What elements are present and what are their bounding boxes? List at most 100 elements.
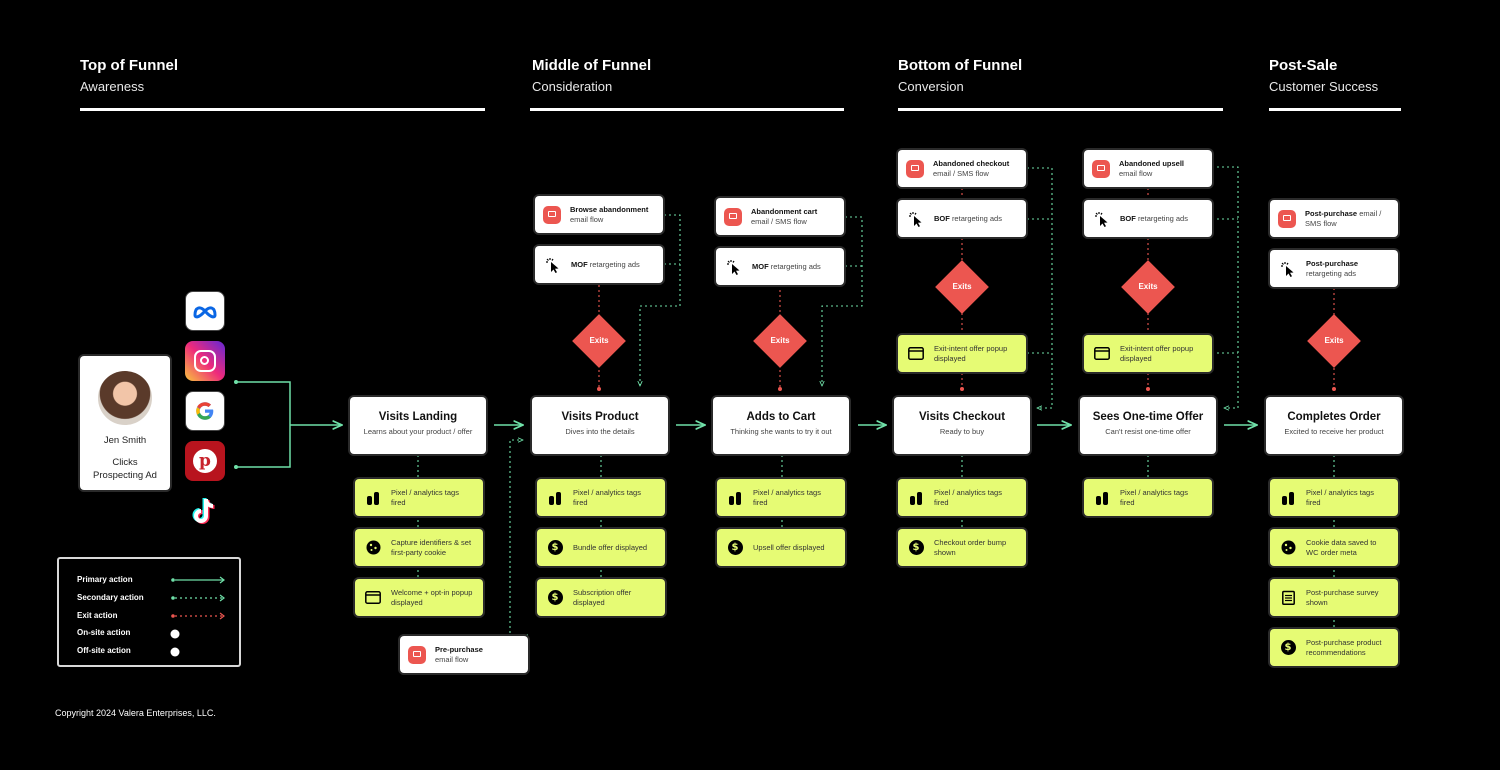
browser-window-icon [1094, 346, 1110, 362]
step-sees-one-time-offer: Sees One-time Offer Can't resist one-tim… [1080, 397, 1216, 454]
card-text: email / SMS flow [751, 216, 807, 226]
card-bold: Post-purchase [1305, 208, 1358, 218]
phase-title: Post-Sale [1269, 57, 1338, 74]
step-title: Visits Product [561, 411, 639, 423]
phase-title: Middle of Funnel [532, 57, 652, 74]
exit-label: Exits [770, 336, 790, 345]
card-text: retargeting ads [770, 261, 821, 271]
phase-bottom-of-funnel: Bottom of Funnel Conversion [898, 57, 1022, 94]
card-text: retargeting ads [951, 213, 1002, 223]
card-text: email flow [570, 214, 604, 224]
browser-window-icon [365, 590, 381, 606]
tiktok-icon [185, 491, 225, 531]
offsite-mof-retargeting: MOF retargeting ads [716, 248, 844, 285]
offsite-mof-retargeting: MOF retargeting ads [535, 246, 663, 283]
offsite-post-purchase-email: Post-purchase email / SMS flow [1270, 200, 1398, 237]
step-subtitle: Dives into the details [565, 427, 635, 436]
onsite-subscription-offer: $ Subscription offer displayed [537, 579, 665, 616]
onsite-post-purchase-survey: Post-purchase survey shown [1270, 579, 1398, 616]
legend-secondary: Secondary action [77, 593, 144, 602]
persona-card: Jen Smith Clicks Prospecting Ad [80, 356, 170, 490]
onsite-pixel-tags: Pixel / analytics tags fired [537, 479, 665, 516]
onsite-order-bump: $ Checkout order bump shown [898, 529, 1026, 566]
exit-label: Exits [589, 336, 609, 345]
onsite-capture-identifiers: Capture identifiers & set first-party co… [355, 529, 483, 566]
onsite-pixel-tags: Pixel / analytics tags fired [898, 479, 1026, 516]
onsite-pixel-tags: Pixel / analytics tags fired [717, 479, 845, 516]
persona-action: Clicks Prospecting Ad [93, 457, 157, 481]
legend-exit: Exit action [77, 611, 118, 620]
pinterest-icon: p [185, 441, 225, 481]
card-text: Pixel / analytics tags fired [934, 487, 1002, 507]
dollar-icon: $ [908, 540, 924, 556]
legend-swatches [170, 576, 225, 657]
tags-icon [547, 490, 563, 506]
card-text: Pixel / analytics tags fired [753, 487, 821, 507]
step-title: Visits Landing [378, 411, 458, 423]
cursor-click-icon [909, 211, 922, 227]
card-text: email / SMS flow [1305, 208, 1382, 228]
card-text: Pixel / analytics tags fired [573, 487, 641, 507]
step-visits-landing: Visits Landing Learns about your product… [350, 397, 486, 454]
phase-subtitle: Awareness [80, 79, 145, 94]
phase-post-sale: Post-Sale Customer Success [1269, 57, 1378, 94]
persona-name: Jen Smith [103, 435, 147, 446]
onsite-bundle-offer: $ Bundle offer displayed [537, 529, 665, 566]
dollar-icon: $ [727, 540, 743, 556]
exit-label: Exits [1138, 282, 1158, 291]
offsite-bof-retargeting: BOF retargeting ads [1084, 200, 1212, 237]
card-bold: MOF [571, 259, 588, 269]
card-text: email flow [1119, 168, 1153, 178]
card-text: Post-purchase survey shown [1306, 587, 1379, 607]
card-text: Post-purchase product recommendations [1306, 637, 1382, 657]
card-text: Checkout order bump shown [934, 537, 1007, 557]
phase-subtitle: Consideration [532, 79, 613, 94]
onsite-pixel-tags: Pixel / analytics tags fired [1084, 479, 1212, 516]
email-icon [906, 159, 924, 178]
card-text: Pixel / analytics tags fired [391, 487, 459, 507]
tags-icon [365, 490, 381, 506]
email-icon [1092, 159, 1110, 178]
card-text: retargeting ads [589, 259, 640, 269]
card-bold: Abandoned upsell [1119, 158, 1185, 168]
card-bold: Pre-purchase [435, 644, 483, 654]
exit-label: Exits [1324, 336, 1344, 345]
step-title: Sees One-time Offer [1092, 411, 1204, 423]
tags-icon [1094, 490, 1110, 506]
card-text: retargeting ads [1137, 213, 1188, 223]
step-title: Completes Order [1287, 411, 1381, 423]
exit-intent-popup: Exit-intent offer popup displayed [1084, 335, 1212, 372]
phase-divider [898, 108, 1223, 111]
step-adds-to-cart: Adds to Cart Thinking she wants to try i… [713, 397, 849, 454]
legend-offsite: Off-site action [77, 646, 131, 655]
legend-onsite: On-site action [77, 628, 131, 637]
onsite-pixel-tags: Pixel / analytics tags fired [1270, 479, 1398, 516]
phase-subtitle: Customer Success [1269, 79, 1379, 94]
card-text: Pixel / analytics tags fired [1120, 487, 1188, 507]
card-bold: Browse abandonment [570, 204, 649, 214]
meta-icon [185, 291, 225, 331]
google-icon [185, 391, 225, 431]
step-subtitle: Excited to receive her product [1284, 427, 1384, 436]
card-text: email / SMS flow [933, 168, 989, 178]
onsite-upsell-offer: $ Upsell offer displayed [717, 529, 845, 566]
legend-primary: Primary action [77, 575, 133, 584]
onsite-product-recommendations: $ Post-purchase product recommendations [1270, 629, 1398, 666]
tags-icon [727, 490, 743, 506]
exit-label: Exits [952, 282, 972, 291]
step-completes-order: Completes Order Excited to receive her p… [1266, 397, 1402, 454]
cursor-click-icon [1281, 261, 1294, 277]
card-text: Exit-intent offer popup displayed [1120, 343, 1194, 363]
dollar-icon: $ [1280, 640, 1296, 656]
card-text: Subscription offer displayed [573, 587, 632, 607]
phase-top-of-funnel: Top of Funnel Awareness [80, 57, 178, 94]
instagram-icon [185, 341, 225, 381]
card-text: Pixel / analytics tags fired [1306, 487, 1374, 507]
card-bold: BOF [934, 213, 950, 223]
phase-middle-of-funnel: Middle of Funnel Consideration [532, 57, 651, 94]
step-visits-product: Visits Product Dives into the details [532, 397, 668, 454]
step-visits-checkout: Visits Checkout Ready to buy [894, 397, 1030, 454]
